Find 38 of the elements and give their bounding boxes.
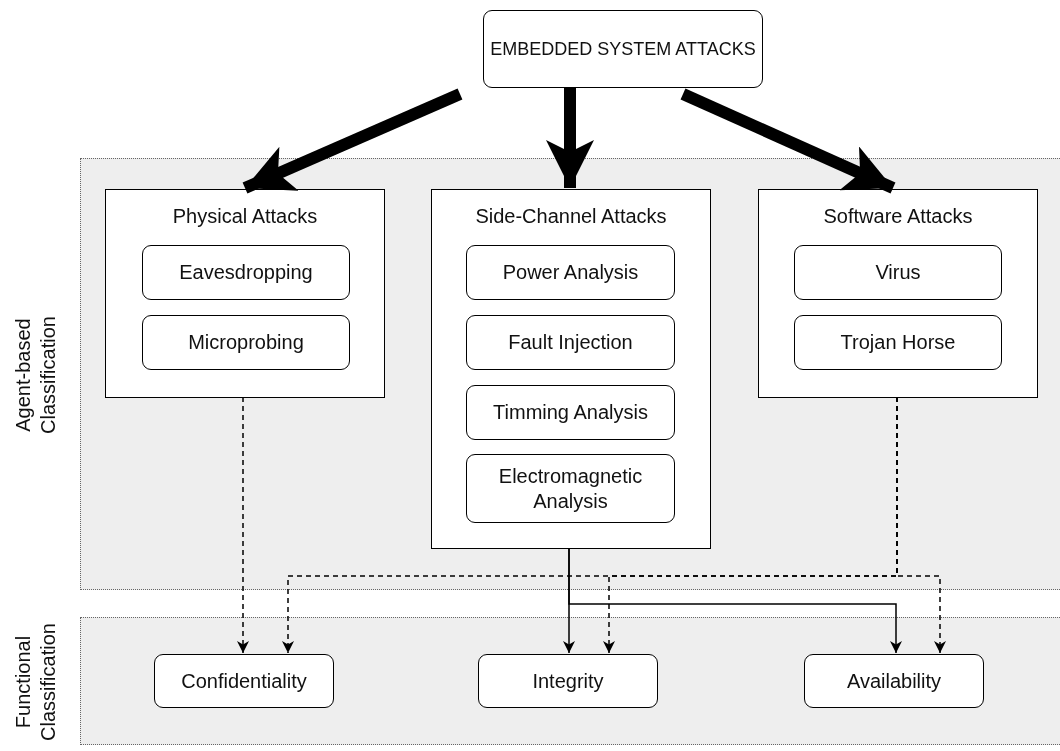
attack-box [142, 315, 350, 370]
band-heading: Functional Classification [11, 622, 60, 743]
attack-box [478, 654, 658, 708]
attack-box [466, 315, 675, 370]
arrow [237, 396, 249, 654]
category-box [758, 189, 1038, 398]
band-heading: Agent-based Classification [11, 315, 60, 436]
attack-label: Power Analysis [502, 260, 639, 285]
title-box [483, 10, 763, 88]
attack-box [794, 245, 1002, 300]
attack-box [466, 454, 675, 523]
arrow [896, 396, 946, 654]
arrow [546, 88, 594, 188]
attack-label: Availability [846, 668, 942, 694]
attack-label: Integrity [532, 668, 604, 694]
attack-label: Timming Analysis [493, 400, 648, 425]
attack-label: EMBEDDED SYSTEM ATTACKS [490, 37, 756, 61]
arrow [242, 88, 463, 194]
attack-label: Fault Injection [508, 330, 633, 355]
attack-label: Microprobing [188, 330, 304, 355]
category-box [431, 189, 711, 549]
category-box [105, 189, 385, 398]
attack-label: Electromagnetic Analysis [497, 463, 644, 514]
attack-label: Trojan Horse [840, 330, 956, 355]
category-heading: Side-Channel Attacks [474, 204, 668, 229]
attack-box [794, 315, 1002, 370]
attack-box [142, 245, 350, 300]
attack-box [466, 245, 675, 300]
attack-label: Virus [875, 260, 921, 285]
category-heading: Physical Attacks [171, 204, 319, 229]
attack-box [804, 654, 984, 708]
attack-label: Eavesdropping [179, 260, 313, 285]
attack-box [466, 385, 675, 440]
arrow [680, 88, 896, 194]
attack-box [154, 654, 334, 708]
arrow [568, 547, 902, 654]
attack-label: Confidentiality [181, 668, 307, 694]
category-heading: Software Attacks [822, 204, 974, 229]
